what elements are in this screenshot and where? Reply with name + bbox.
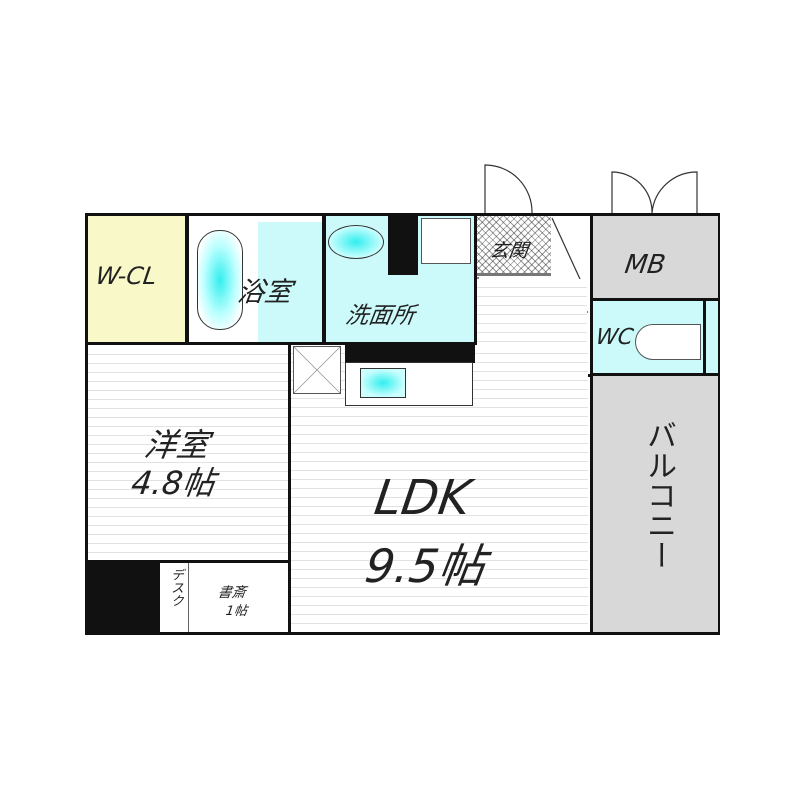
bath-wash-area: [258, 222, 322, 344]
entrance-door-icon: [484, 164, 533, 214]
room-ldk-label: LDK: [371, 470, 475, 526]
double-door-icon: [611, 171, 698, 214]
room-mb-label: MB: [622, 250, 668, 280]
wall: [288, 343, 291, 633]
washing-machine-pan-icon: [421, 218, 471, 264]
room-entrance-label: 玄関: [488, 240, 530, 262]
toilet-icon: [635, 324, 701, 360]
bathtub-icon: [197, 230, 243, 330]
study-size: 1帖: [224, 604, 249, 619]
wc-wall: [703, 301, 706, 375]
balcony: [590, 376, 718, 632]
wall: [474, 213, 477, 378]
room-western: [88, 346, 288, 560]
room-washroom-label: 洗面所: [343, 303, 417, 329]
room-wcl: [88, 216, 185, 344]
wall: [322, 213, 326, 343]
kitchen-wall: [345, 343, 475, 363]
room-western-size: 4.8帖: [129, 464, 218, 502]
room-wcl-label: W-CL: [94, 262, 159, 290]
pillar: [88, 562, 160, 632]
room-entrance: [477, 216, 551, 276]
room-bath-label: 浴室: [235, 277, 294, 308]
refrigerator-space-icon: [293, 346, 341, 394]
kitchen-sink-icon: [360, 368, 406, 398]
balcony-label: バルコニー: [641, 420, 676, 570]
outer-wall: [85, 213, 720, 635]
washbasin-icon: [328, 225, 384, 259]
desk-label: デスク: [168, 568, 183, 607]
study-label: 書斎: [216, 585, 247, 601]
middle-wall: [85, 342, 475, 345]
room-wc-label: WC: [594, 325, 635, 350]
pipe-shaft: [388, 216, 418, 275]
desk: [162, 563, 189, 632]
room-mb: [590, 216, 718, 301]
room-ldk-size: 9.5帖: [361, 539, 489, 593]
wall: [185, 213, 189, 343]
wall: [85, 560, 290, 563]
